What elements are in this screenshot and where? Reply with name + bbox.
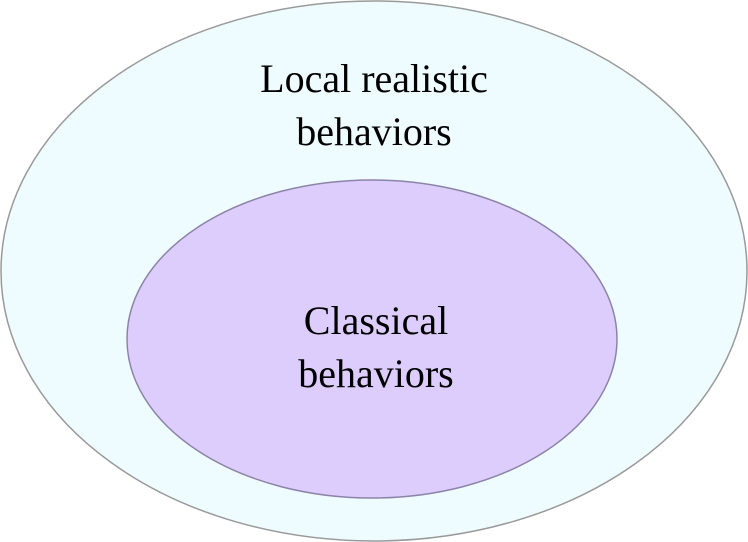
outer-set-label-line1: Local realistic — [260, 56, 488, 101]
inner-set-label: Classical behaviors — [176, 294, 576, 400]
inner-set-label-line1: Classical — [303, 298, 449, 343]
inner-set-ellipse — [126, 179, 618, 499]
inner-set-label-line2: behaviors — [298, 351, 454, 396]
outer-set-label-line2: behaviors — [296, 109, 452, 154]
outer-set-label: Local realistic behaviors — [174, 52, 574, 158]
